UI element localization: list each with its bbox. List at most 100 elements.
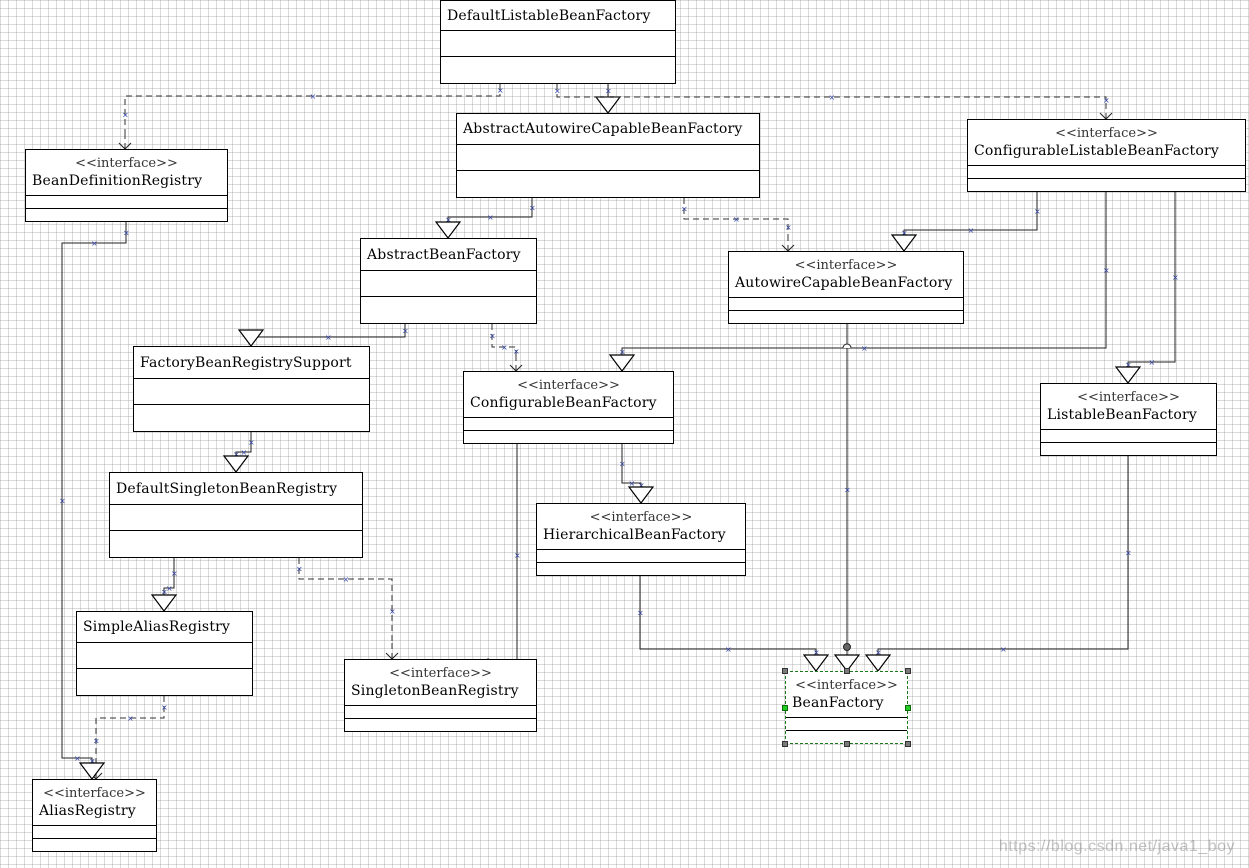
relation-generalization[interactable]: × — [594, 84, 622, 114]
relation-generalization[interactable]: ××××× — [59, 222, 130, 780]
connector-marker: × — [861, 344, 868, 353]
relation-generalization[interactable]: ××× — [474, 444, 521, 676]
relation-generalization[interactable]: ××× — [237, 324, 409, 347]
selection-handle[interactable] — [905, 741, 911, 747]
relation-generalization[interactable]: ××× — [637, 576, 830, 672]
connector-marker: × — [487, 213, 494, 222]
connector-marker: × — [93, 737, 100, 746]
connector-marker: × — [161, 588, 168, 597]
class-box-configurable-bean-factory[interactable]: <<interface>>ConfigurableBeanFactory — [463, 371, 674, 444]
operations-compartment — [968, 179, 1245, 191]
relation-generalization[interactable]: ××× — [890, 192, 1041, 252]
generalization-arrowhead — [594, 96, 622, 114]
relation-generalization[interactable]: ××× — [222, 432, 255, 473]
class-header: <<interface>>ConfigurableBeanFactory — [464, 372, 673, 418]
class-box-configurable-listable-bean-factory[interactable]: <<interface>>ConfigurableListableBeanFac… — [967, 119, 1246, 192]
relation-line — [163, 558, 175, 595]
class-name: SingletonBeanRegistry — [351, 682, 519, 699]
class-name: AbstractBeanFactory — [367, 246, 521, 263]
watermark: https://blog.csdn.net/java1_boy — [998, 838, 1235, 855]
connector-marker: × — [233, 450, 240, 459]
selection-handle[interactable] — [905, 704, 911, 711]
connector-marker: × — [325, 333, 332, 342]
relation-line — [491, 324, 517, 355]
generalization-arrowhead — [222, 455, 250, 473]
attributes-compartment — [361, 271, 536, 297]
connector-marker: × — [1034, 207, 1041, 216]
relation-generalization[interactable]: × × × — [608, 192, 1110, 372]
selection-handle[interactable] — [905, 668, 911, 674]
class-box-simple-alias-registry[interactable]: SimpleAliasRegistry — [76, 611, 253, 696]
class-box-listable-bean-factory[interactable]: <<interface>>ListableBeanFactory — [1040, 383, 1217, 456]
operations-compartment — [361, 297, 536, 323]
connector-marker: × — [1125, 549, 1132, 558]
relation-realization[interactable]: ××× — [681, 198, 795, 252]
relation-realization[interactable]: ××× — [118, 84, 504, 150]
class-box-singleton-bean-registry[interactable]: <<interface>>SingletonBeanRegistry — [344, 659, 537, 732]
class-box-bean-factory[interactable]: <<interface>>BeanFactory — [782, 668, 911, 747]
class-header: SimpleAliasRegistry — [77, 612, 252, 643]
class-box-alias-registry[interactable]: <<interface>>AliasRegistry — [32, 779, 157, 852]
class-box-factory-bean-registry-support[interactable]: FactoryBeanRegistrySupport — [133, 346, 370, 432]
connector-marker: × — [91, 239, 98, 248]
relation-line — [124, 84, 501, 133]
relation-generalization[interactable]: ××× — [150, 558, 178, 612]
class-name: SimpleAliasRegistry — [83, 619, 231, 635]
generalization-arrowhead — [864, 654, 892, 672]
class-box-default-singleton-bean-registry[interactable]: DefaultSingletonBeanRegistry — [109, 472, 363, 558]
connector-marker: × — [1125, 361, 1132, 370]
operations-compartment — [134, 405, 369, 431]
connector-marker: × — [161, 703, 168, 712]
connector-marker: × — [619, 348, 626, 357]
selection-handle[interactable] — [843, 741, 850, 747]
relation-generalization[interactable]: × — [833, 324, 861, 672]
generalization-arrowhead — [150, 594, 178, 612]
class-box-abstract-autowire-capable-bean-factory[interactable]: AbstractAutowireCapableBeanFactory — [456, 113, 760, 198]
class-name: AutowireCapableBeanFactory — [735, 274, 953, 291]
connector-marker: × — [725, 645, 732, 654]
connector-marker: × — [1103, 96, 1110, 105]
class-header: <<interface>>AliasRegistry — [33, 780, 156, 826]
class-header: <<interface>>HierarchicalBeanFactory — [537, 504, 745, 550]
relation-generalization[interactable]: ××× — [434, 198, 536, 239]
attributes-compartment — [457, 145, 759, 171]
junction-dot — [843, 643, 851, 651]
relation-generalization[interactable]: ××× — [1114, 192, 1179, 384]
class-box-hierarchical-bean-factory[interactable]: <<interface>>HierarchicalBeanFactory — [536, 503, 746, 576]
attributes-compartment — [345, 706, 536, 719]
selection-handle[interactable] — [782, 704, 788, 711]
operations-compartment — [464, 431, 673, 443]
class-box-abstract-bean-factory[interactable]: AbstractBeanFactory — [360, 238, 537, 324]
relation-realization[interactable]: ××× — [489, 324, 523, 372]
class-header: <<interface>>AutowireCapableBeanFactory — [729, 252, 963, 298]
stereotype-label: <<interface>> — [1077, 389, 1180, 405]
class-header: <<interface>>ConfigurableListableBeanFac… — [968, 120, 1245, 166]
connector-marker: × — [844, 486, 851, 495]
relation-line — [877, 456, 1129, 655]
stereotype-label: <<interface>> — [517, 377, 620, 393]
connector-marker: × — [489, 332, 496, 341]
class-name: BeanFactory — [792, 694, 884, 711]
class-box-autowire-capable-bean-factory[interactable]: <<interface>>AutowireCapableBeanFactory — [728, 251, 964, 324]
attributes-compartment — [110, 505, 362, 531]
selection-handle[interactable] — [843, 668, 850, 674]
relation-generalization[interactable]: ××× — [619, 444, 655, 504]
class-box-default-listable-bean-factory[interactable]: DefaultListableBeanFactory — [440, 0, 676, 84]
connector-marker: × — [514, 551, 521, 560]
selection-handle[interactable] — [782, 668, 788, 674]
class-name: BeanDefinitionRegistry — [32, 172, 203, 189]
class-header: <<interface>>SingletonBeanRegistry — [345, 660, 536, 706]
connector-marker: × — [497, 86, 504, 95]
connector-marker: × — [554, 87, 561, 96]
relation-realization[interactable]: ××× — [296, 558, 399, 660]
class-box-bean-definition-registry[interactable]: <<interface>>BeanDefinitionRegistry — [25, 149, 228, 222]
class-header: AbstractAutowireCapableBeanFactory — [457, 114, 759, 145]
connector-marker: × — [681, 205, 688, 214]
connector-marker: × — [445, 216, 452, 225]
connector-marker: × — [59, 497, 66, 506]
selection-handle[interactable] — [782, 741, 788, 747]
connector-marker: × — [402, 327, 409, 336]
relation-generalization[interactable]: ××× — [864, 456, 1132, 672]
generalization-arrowhead — [434, 221, 462, 239]
